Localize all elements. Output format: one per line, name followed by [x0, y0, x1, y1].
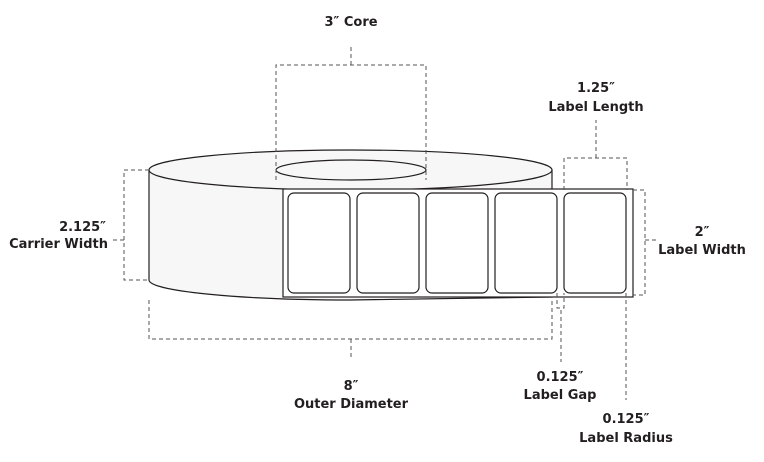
core-label: 3″ Core: [324, 15, 377, 30]
label-length-dimension: [563, 120, 628, 190]
label-length-label: Label Length: [548, 100, 643, 115]
label: [494, 192, 558, 294]
carrier-width-label: Carrier Width: [9, 237, 108, 252]
label-gap-value: 0.125″: [537, 370, 584, 385]
label-length-value: 1.25″: [577, 81, 615, 96]
label-radius-label: Label Radius: [579, 431, 673, 446]
outer-diameter-label: Outer Diameter: [294, 397, 409, 412]
label: [425, 192, 489, 294]
carrier-width-value: 2.125″: [59, 220, 106, 235]
label: [356, 192, 420, 294]
outer-diameter-value: 8″: [344, 379, 359, 394]
label-gap-label: Label Gap: [524, 388, 597, 403]
label-gap-dimension: [556, 293, 565, 362]
labels: [287, 192, 627, 294]
label: [287, 192, 351, 294]
label-width-dimension: [633, 189, 658, 296]
carrier-width-dimension: [112, 169, 149, 281]
outer-diameter-dimension: [148, 300, 553, 358]
core-hole: [275, 159, 427, 181]
label-width-value: 2″: [695, 225, 710, 240]
core-dimension: [275, 45, 427, 180]
label-width-label: Label Width: [658, 243, 746, 258]
label: [563, 192, 627, 294]
label-radius-value: 0.125″: [603, 412, 650, 427]
